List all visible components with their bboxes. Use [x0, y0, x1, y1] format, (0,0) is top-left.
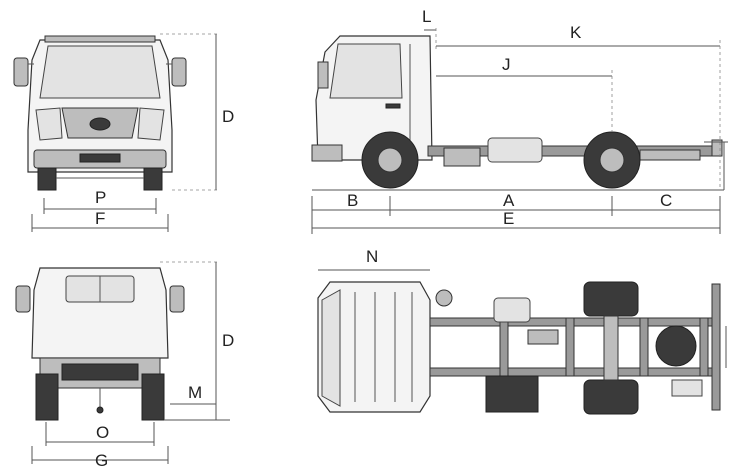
dimension-label-k: K	[570, 23, 582, 42]
truck-front-view-icon	[13, 35, 187, 191]
dimension-label-e: E	[503, 209, 514, 228]
dimension-label-a: A	[503, 191, 515, 210]
dimension-label-p: P	[95, 188, 106, 207]
dimension-label-o: O	[96, 423, 109, 442]
dimension-label-d-rear: D	[222, 331, 234, 350]
truck-rear-view-icon	[15, 267, 185, 421]
dimension-label-b: B	[347, 191, 358, 210]
dimension-label-c: C	[660, 191, 672, 210]
truck-top-view-icon	[317, 281, 721, 415]
dimension-label-g: G	[95, 451, 108, 468]
dimension-label-d-front: D	[222, 107, 234, 126]
dimension-label-l: L	[422, 7, 431, 26]
dimension-label-j: J	[502, 55, 511, 74]
dimension-label-n: N	[366, 247, 378, 266]
truck-side-view-icon	[311, 35, 724, 191]
dimension-label-m: M	[188, 383, 202, 402]
dimension-label-f: F	[95, 209, 105, 228]
